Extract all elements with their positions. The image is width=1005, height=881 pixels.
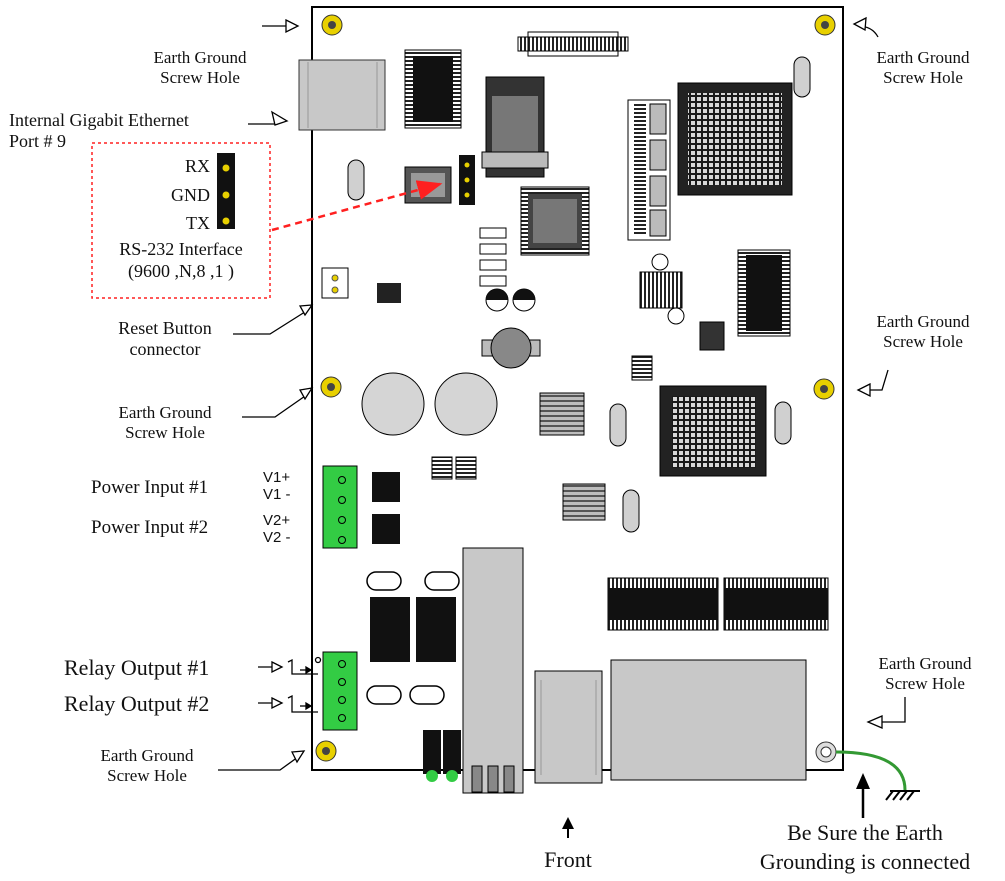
chip-u3 bbox=[520, 186, 590, 256]
rs232-callout-box bbox=[91, 142, 271, 299]
label-rs232-2: (9600 ,N,8 ,1 ) bbox=[128, 261, 234, 281]
label-eg-ml-1: Earth Ground bbox=[118, 403, 212, 422]
label-v1-plus: V1+ bbox=[263, 469, 291, 486]
screw-hole-mr bbox=[813, 378, 835, 400]
ground-symbol bbox=[885, 790, 920, 801]
grounding-arrow bbox=[856, 773, 870, 818]
label-grounding-2: Grounding is connected bbox=[759, 849, 971, 874]
label-rs232-tx: TX bbox=[186, 213, 210, 233]
screw-hole-tr bbox=[814, 14, 836, 36]
relay-terminal-block bbox=[322, 651, 358, 731]
label-eg-mr-2: Screw Hole bbox=[883, 332, 963, 351]
sfp-cage bbox=[462, 547, 524, 794]
relay-2 bbox=[416, 597, 456, 662]
mid-components bbox=[639, 253, 725, 351]
label-eg-tl-1: Earth Ground bbox=[153, 48, 247, 67]
label-eg-bl-1: Earth Ground bbox=[100, 746, 194, 765]
screw-hole-bl bbox=[315, 740, 337, 762]
inductors bbox=[431, 456, 477, 480]
rs232-board-header bbox=[459, 155, 475, 205]
label-reset: Reset Button connector bbox=[95, 318, 235, 360]
label-eg-br-1: Earth Ground bbox=[878, 654, 972, 673]
small-parts bbox=[479, 227, 507, 287]
label-eg-br-2: Screw Hole bbox=[885, 674, 965, 693]
label-ethernet-1: Internal Gigabit Ethernet bbox=[9, 110, 189, 130]
battery bbox=[481, 327, 541, 369]
label-eg-tl: Earth Ground Screw Hole bbox=[125, 48, 275, 88]
ground-wire bbox=[835, 750, 907, 791]
crystal-1 bbox=[347, 159, 365, 201]
label-eg-tl-2: Screw Hole bbox=[160, 68, 240, 87]
screw-hole-tl bbox=[321, 14, 343, 36]
label-ethernet-2: Port # 9 bbox=[9, 131, 67, 151]
label-reset-2: connector bbox=[129, 339, 201, 359]
small-ic bbox=[377, 283, 401, 303]
rs232-callout-header bbox=[217, 153, 235, 229]
label-rs232: RS-232 Interface (9600 ,N,8 ,1 ) bbox=[92, 238, 270, 282]
screw-hole-br bbox=[815, 741, 837, 763]
bga-second bbox=[659, 385, 767, 477]
small-chip-2 bbox=[631, 355, 653, 381]
label-relay-1: Relay Output #1 bbox=[64, 655, 210, 680]
label-v2-plus: V2+ bbox=[263, 512, 291, 529]
label-ethernet: Internal Gigabit Ethernet Port # 9 bbox=[9, 110, 249, 152]
crystal-4 bbox=[774, 401, 792, 445]
chip-u2 bbox=[481, 76, 549, 178]
label-front: Front bbox=[544, 847, 592, 872]
label-v2-minus: V2 - bbox=[263, 529, 291, 546]
long-chip-2 bbox=[723, 577, 829, 631]
label-eg-bl: Earth Ground Screw Hole bbox=[72, 746, 222, 786]
long-chip-1 bbox=[607, 577, 719, 631]
label-eg-tr: Earth Ground Screw Hole bbox=[848, 48, 998, 88]
label-rs232-rx: RX bbox=[184, 156, 210, 176]
label-eg-mr-1: Earth Ground bbox=[876, 312, 970, 331]
label-eg-bl-2: Screw Hole bbox=[107, 766, 187, 785]
chip-u4 bbox=[737, 249, 791, 337]
power-filter-1 bbox=[372, 472, 400, 502]
label-eg-tr-2: Screw Hole bbox=[883, 68, 963, 87]
label-eg-ml: Earth Ground Screw Hole bbox=[90, 403, 240, 443]
label-power-1: Power Input #1 bbox=[91, 477, 209, 498]
label-v1-minus: V1 - bbox=[263, 486, 291, 503]
ethernet-port bbox=[298, 59, 386, 131]
crystal-2 bbox=[793, 56, 811, 98]
chip-u1 bbox=[404, 49, 462, 129]
power-terminal-block bbox=[322, 465, 358, 549]
label-rs232-1: RS-232 Interface bbox=[119, 239, 243, 259]
label-relay-2: Relay Output #2 bbox=[64, 691, 210, 716]
label-grounding-1: Be Sure the Earth bbox=[787, 820, 943, 845]
vertical-connectors bbox=[627, 99, 671, 241]
rs232-callout-arrow bbox=[271, 180, 443, 232]
crystal-5 bbox=[622, 489, 640, 533]
power-filter-2 bbox=[372, 514, 400, 544]
capacitor-2 bbox=[512, 288, 536, 312]
rj45-port bbox=[534, 670, 603, 784]
leader-lines bbox=[218, 16, 906, 771]
label-eg-tr-1: Earth Ground bbox=[876, 48, 970, 67]
crystal-3 bbox=[609, 403, 627, 447]
label-power-2: Power Input #2 bbox=[91, 517, 209, 538]
round-cell-1 bbox=[361, 372, 425, 436]
round-cell-2 bbox=[434, 372, 498, 436]
label-eg-mr: Earth Ground Screw Hole bbox=[848, 312, 998, 352]
screw-hole-ml bbox=[320, 376, 342, 398]
label-eg-br: Earth Ground Screw Hole bbox=[850, 654, 1000, 694]
heatsink-chip-2 bbox=[562, 483, 606, 521]
label-reset-1: Reset Button bbox=[118, 318, 212, 338]
label-eg-ml-2: Screw Hole bbox=[125, 423, 205, 442]
heatsink-chip-1 bbox=[539, 392, 585, 436]
front-connector bbox=[610, 659, 807, 781]
label-rs232-gnd: GND bbox=[171, 185, 210, 205]
leds bbox=[423, 730, 461, 782]
relay-ovals bbox=[366, 571, 460, 705]
front-arrow bbox=[562, 817, 574, 838]
label-grounding: Be Sure the Earth Grounding is connected bbox=[730, 818, 1000, 876]
top-header bbox=[517, 31, 629, 57]
reset-connector bbox=[321, 267, 349, 299]
rs232-chip bbox=[404, 166, 452, 204]
relay-1 bbox=[370, 597, 410, 662]
capacitor-1 bbox=[485, 288, 509, 312]
bga-main bbox=[677, 82, 793, 196]
